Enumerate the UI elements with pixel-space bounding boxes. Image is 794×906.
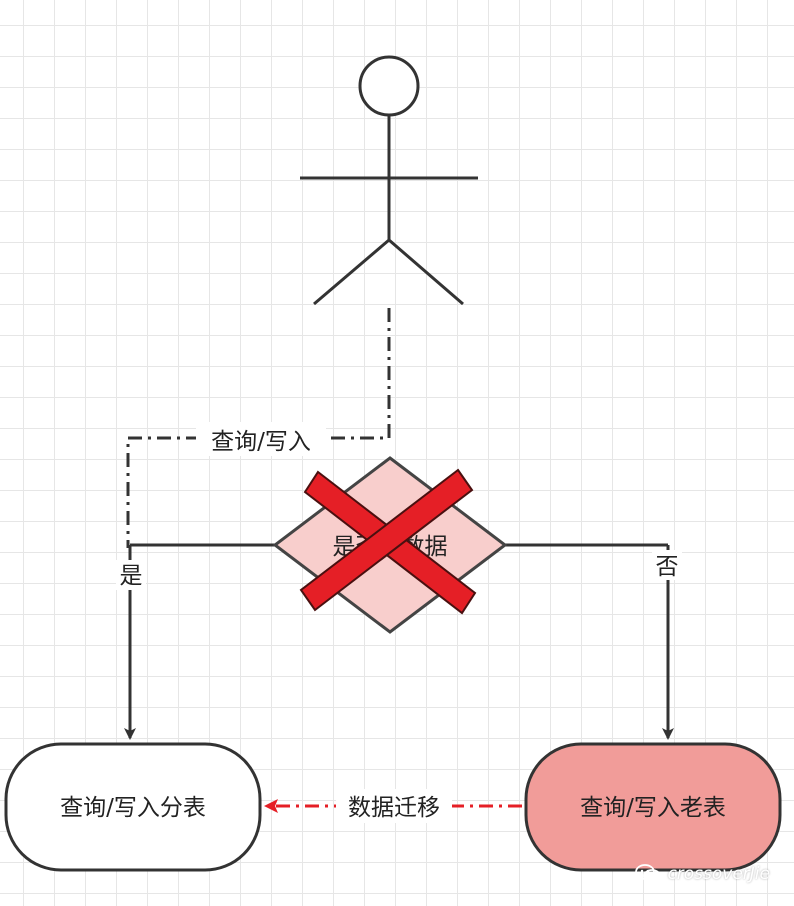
branch-label-yes: 是: [120, 563, 143, 589]
no-label-bg: [652, 550, 682, 580]
node-old-table-label: 查询/写入老表: [580, 795, 726, 821]
wechat-icon: [635, 864, 662, 883]
watermark-text: crossoverJie: [667, 864, 770, 884]
query-write-connector: [126, 308, 391, 548]
red-x-icon: [299, 468, 477, 615]
stick-figure-icon: [300, 55, 478, 306]
edge-label-query-write: 查询/写入: [211, 429, 311, 455]
node-new-table-label: 查询/写入分表: [60, 795, 206, 821]
yes-label-bg: [116, 560, 146, 590]
edge-label-migration: 数据迁移: [348, 795, 440, 821]
node-new-table: [4, 742, 262, 872]
watermark: crossoverJie: [635, 864, 770, 884]
branch-label-no: 否: [656, 554, 679, 580]
edge-label-bg: [196, 422, 326, 456]
migration-label-bg: [336, 789, 452, 823]
